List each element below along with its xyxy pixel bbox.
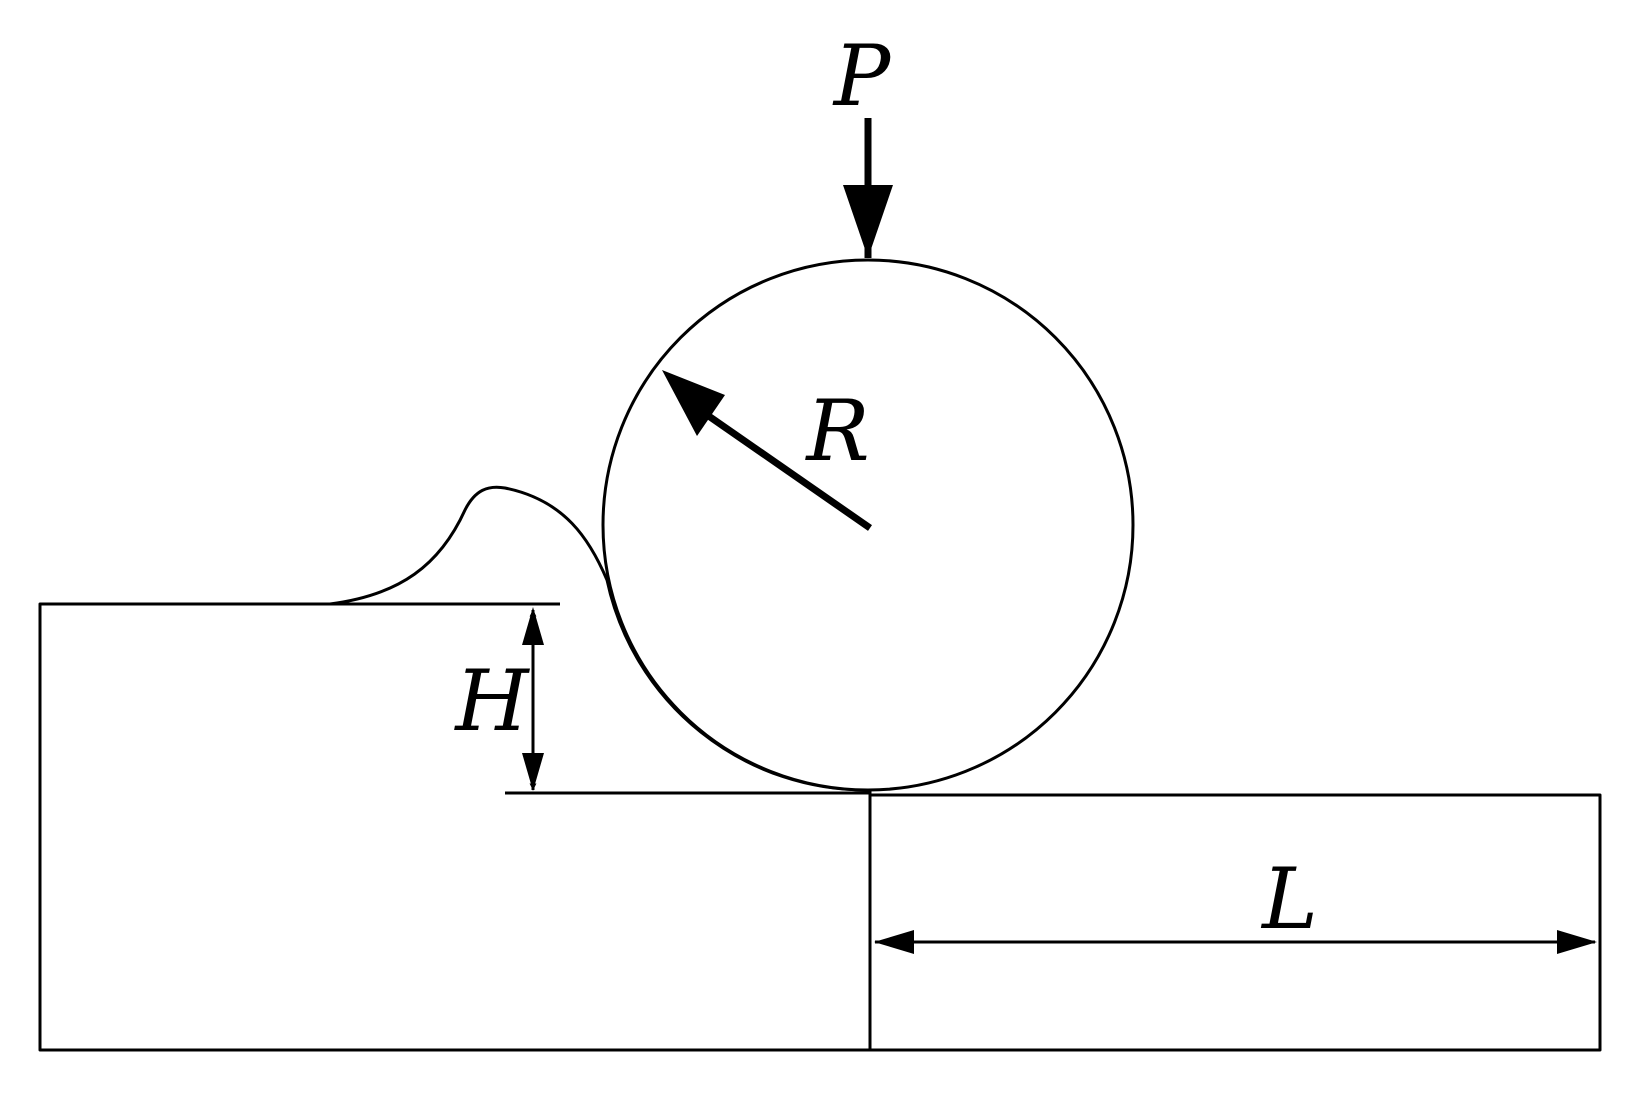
radius-arrow [698,407,872,531]
height-label: H [453,652,530,750]
workpiece-flat-region [868,793,1602,1052]
load-arrow-head [843,185,893,258]
radius-label: R [804,382,869,480]
length-label: L [1260,850,1318,948]
height-arrow-head-top [522,607,544,645]
radius-arrow-head [662,370,725,436]
height-arrow-head-bottom [522,753,544,791]
load-label: P [832,27,892,125]
length-arrow-head-right [1557,930,1597,954]
length-arrow-head-left [874,930,914,954]
